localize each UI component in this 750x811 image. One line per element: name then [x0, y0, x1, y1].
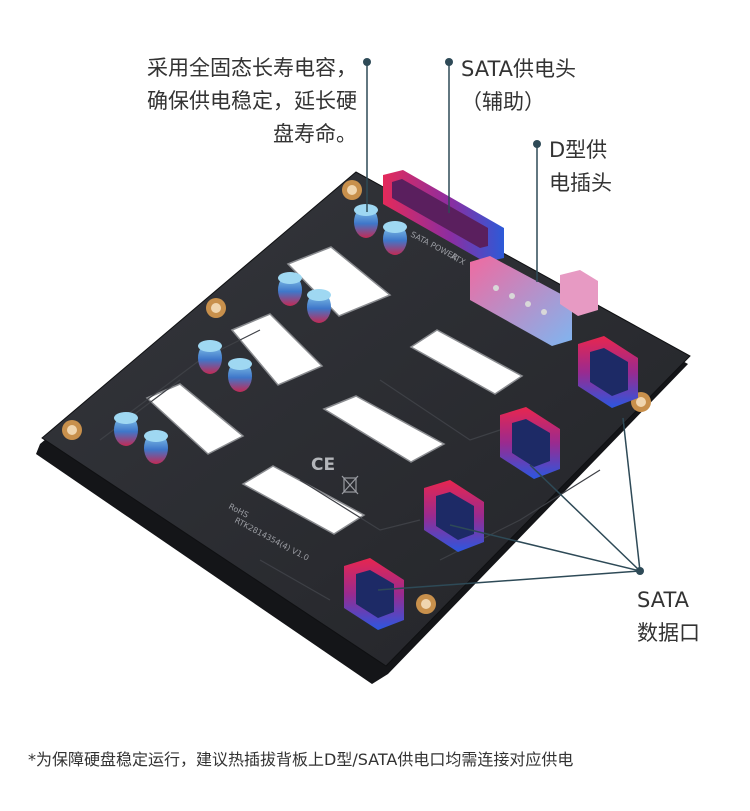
capacitor: [144, 430, 168, 464]
recycle-bin-icon: [341, 475, 359, 495]
leader-lines: [366, 62, 641, 591]
sata-data-port-4: [344, 558, 404, 630]
capacitor-callout: 采用全固态长寿电容， 确保供电稳定，延长硬 盘寿命。: [147, 52, 357, 151]
ce-mark: CE: [311, 455, 335, 475]
callout-line: SATA供电头: [461, 57, 577, 81]
leader-dots: [363, 58, 644, 575]
capacitor: [354, 204, 378, 238]
callout-line: 盘寿命。: [273, 122, 357, 146]
sata-power-callout: SATA供电头 （辅助）: [461, 53, 576, 119]
capacitor: [114, 412, 138, 446]
capacitor: [307, 289, 331, 323]
callout-line: 数据口: [637, 621, 700, 645]
d-power-callout: D型供 电插头: [549, 134, 612, 200]
bay-cutouts: [145, 246, 524, 535]
mounting-holes: [62, 180, 651, 614]
callout-line: D型供: [549, 138, 608, 162]
sata-power-header: [383, 170, 504, 262]
d-type-power-connector: [470, 256, 598, 346]
callout-line: 确保供电稳定，延长硬: [147, 89, 357, 113]
sata-data-port-2: [500, 407, 560, 479]
callout-line: （辅助）: [461, 90, 545, 114]
sata-data-port-1: [578, 336, 638, 408]
callout-line: SATA: [637, 588, 690, 612]
solid-capacitors: [114, 204, 407, 464]
capacitor: [278, 272, 302, 306]
capacitor: [198, 340, 222, 374]
capacitor: [383, 221, 407, 255]
callout-line: 采用全固态长寿电容，: [147, 56, 357, 80]
sata-data-port-3: [424, 480, 484, 552]
sata-data-ports: [344, 336, 638, 630]
capacitor: [228, 358, 252, 392]
sata-data-callout: SATA 数据口: [637, 584, 700, 650]
callout-line: 电插头: [549, 171, 612, 195]
footnote: *为保障硬盘稳定运行，建议热插拔背板上D型/SATA供电口均需连接对应供电: [28, 750, 574, 769]
